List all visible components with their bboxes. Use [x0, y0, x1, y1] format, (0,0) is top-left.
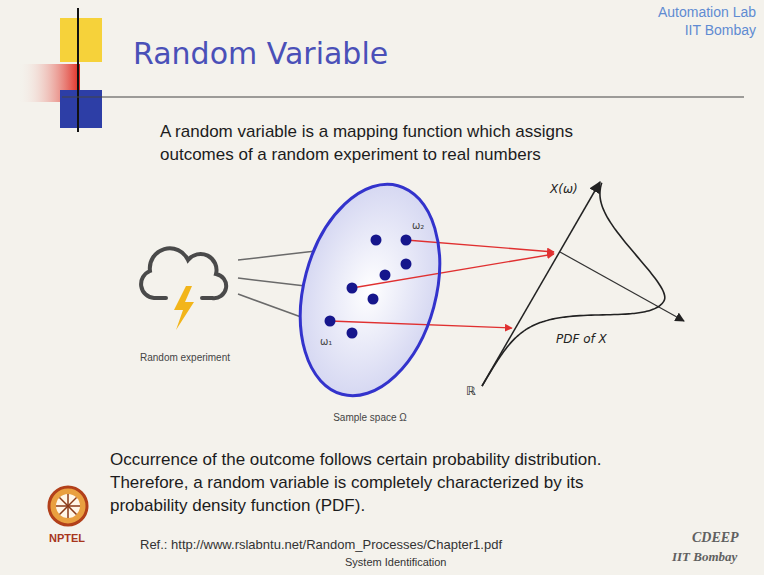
- outcome-label: ω₁: [320, 336, 332, 347]
- outcome-dot: [347, 283, 358, 294]
- nptel-logo: [49, 487, 87, 525]
- mapping-line: [406, 240, 554, 252]
- outcome-dot: [401, 259, 412, 270]
- experiment-link: [238, 278, 303, 286]
- ellipse-shape: [278, 169, 461, 412]
- logo-spoke: [60, 498, 69, 507]
- logo-center: [56, 494, 80, 518]
- axis-label: X(ω): [550, 182, 578, 196]
- pdf-curve: [482, 183, 665, 386]
- outcome-dot: [401, 235, 412, 246]
- logo-spoke: [67, 506, 69, 518]
- axis-label: ℝ: [466, 384, 476, 398]
- course-name: System Identification: [345, 556, 447, 568]
- real-axis: [482, 182, 600, 386]
- curve-label: PDF of X: [556, 332, 607, 346]
- sample-space-fill: [278, 169, 461, 412]
- logo-spoke: [68, 506, 77, 515]
- decor-line: [77, 8, 79, 132]
- outcome-dot: [368, 294, 379, 305]
- lab-name: Automation Lab: [658, 4, 756, 20]
- title-rule: [62, 97, 744, 98]
- slide-title: Random Variable: [133, 36, 388, 71]
- outcome-dot: [380, 270, 391, 281]
- definition-text: A random variable is a mapping function …: [160, 120, 640, 166]
- reference-text: Ref.: http://www.rslabntu.net/Random_Pro…: [140, 537, 502, 552]
- watermark: CDEEP: [692, 530, 739, 546]
- explanation-text: Occurrence of the outcome follows certai…: [110, 448, 650, 517]
- logo-spoke: [68, 498, 77, 507]
- decor-square: [60, 18, 102, 62]
- sample-space-ellipse: Sample space Ω ω₂ ω₁: [295, 180, 445, 430]
- cloud-outline: [132, 240, 232, 370]
- outcome-dot: [371, 235, 382, 246]
- logo-text: NPTEL: [49, 532, 85, 544]
- outcome-dot: [347, 328, 358, 339]
- logo-ring: [49, 487, 87, 525]
- institute-name: IIT Bombay: [685, 22, 756, 38]
- logo-spokes: [56, 494, 80, 518]
- node-caption: Random experiment: [132, 352, 238, 363]
- random-experiment-cloud: Random experiment: [132, 240, 238, 370]
- lightning-bolt: [174, 286, 194, 330]
- node-caption: Sample space Ω: [295, 412, 445, 423]
- cloud-shape: [141, 248, 226, 298]
- outcome-dot: [325, 316, 336, 327]
- outcome-label: ω₂: [412, 220, 424, 231]
- pdf-axis: [560, 252, 684, 321]
- experiment-link: [238, 251, 314, 260]
- watermark: IIT Bombay: [672, 549, 737, 565]
- decor-square: [60, 90, 102, 128]
- logo-spoke: [60, 506, 69, 515]
- logo-spoke: [68, 505, 80, 507]
- outcome-dots: [325, 235, 412, 339]
- logo-spoke: [56, 505, 68, 507]
- logo-spoke: [67, 494, 69, 506]
- ellipse-outline: [295, 180, 445, 430]
- experiment-link: [238, 294, 300, 317]
- mapping-line: [352, 254, 554, 288]
- mapping-line: [330, 321, 512, 328]
